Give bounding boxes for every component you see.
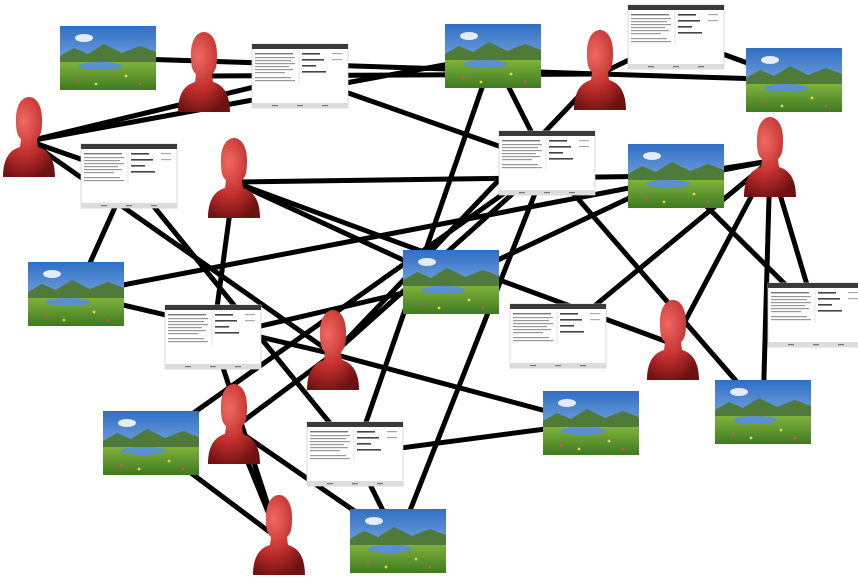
person-9-person-bust-icon (253, 495, 305, 575)
photo-8-landscape-photo-icon (543, 391, 639, 455)
person-5-person-bust-icon (744, 117, 796, 197)
app-2-app-screen-icon (627, 4, 725, 70)
app-8-app-screen-icon (767, 282, 858, 348)
photo-2-landscape-photo-icon (445, 24, 541, 88)
app-4-app-screen-icon (498, 130, 596, 196)
photo-9-landscape-photo-icon (715, 380, 811, 444)
edge-person-5-photo-9 (760, 158, 773, 415)
edge-person-4-photo-4 (231, 173, 679, 185)
app-5-app-screen-icon (164, 304, 262, 370)
app-3-app-screen-icon (80, 143, 178, 209)
photo-6-landscape-photo-icon (403, 250, 499, 314)
photo-5-landscape-photo-icon (28, 262, 124, 326)
person-4-person-bust-icon (208, 138, 260, 218)
edge-person-2-person-6 (330, 71, 603, 357)
node-layer (3, 4, 858, 575)
edge-photo-9-app-4 (544, 160, 766, 415)
edge-photo-10-app-4 (395, 160, 550, 544)
app-6-app-screen-icon (509, 303, 607, 369)
photo-11-landscape-photo-icon (628, 144, 724, 208)
photo-10-landscape-photo-icon (350, 509, 446, 573)
photo-3-landscape-photo-icon (746, 48, 842, 112)
person-1-person-bust-icon (178, 32, 230, 112)
app-7-app-screen-icon (306, 421, 404, 487)
photo-7-landscape-photo-icon (103, 411, 199, 475)
app-1-app-screen-icon (251, 43, 349, 109)
edge-photo-7-app-4 (148, 160, 550, 446)
photo-1-landscape-photo-icon (60, 26, 156, 90)
person-2-person-bust-icon (574, 30, 626, 110)
